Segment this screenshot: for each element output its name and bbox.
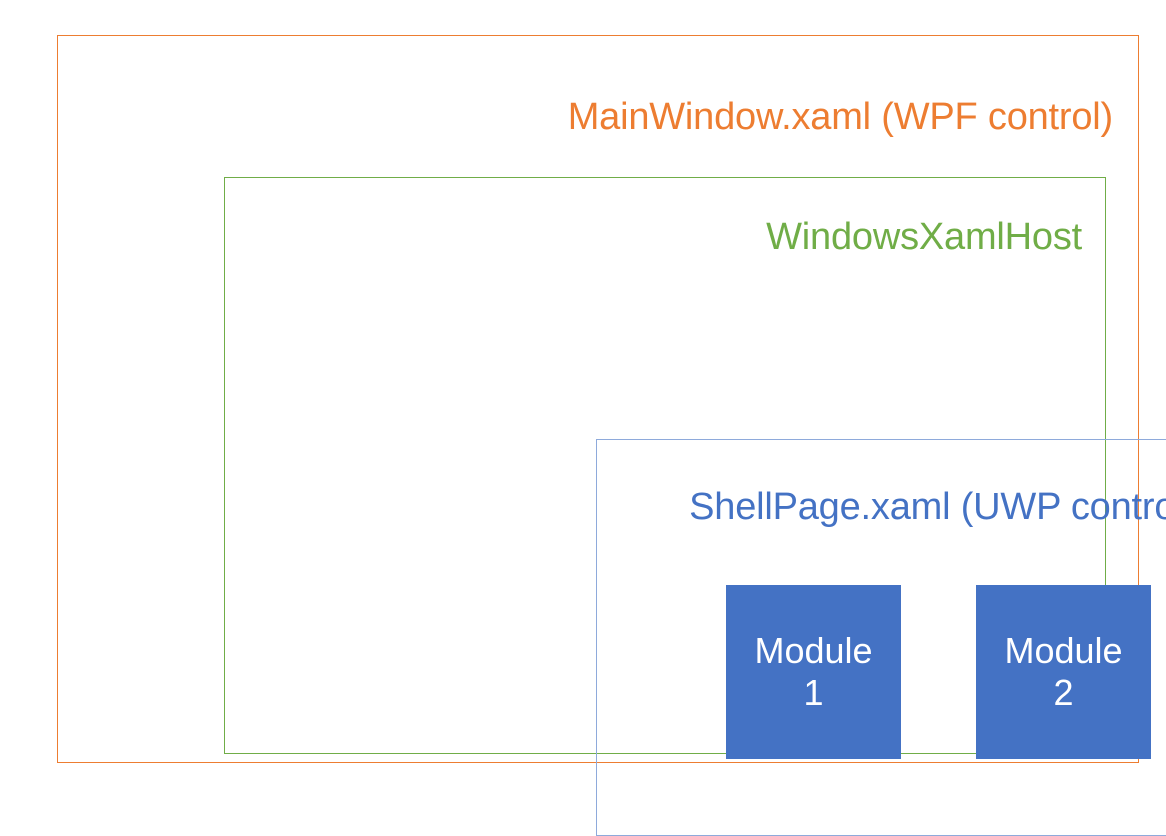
- shellpage-xaml-container: ShellPage.xaml (UWP control) Module 1 Mo…: [596, 439, 1166, 836]
- module-tile-name: Module: [754, 629, 873, 671]
- windowsxamlhost-container: WindowsXamlHost ShellPage.xaml (UWP cont…: [224, 177, 1166, 836]
- windowsxamlhost-label: WindowsXamlHost: [766, 216, 1082, 258]
- module-tile: Module 1: [726, 585, 901, 759]
- mainwindow-xaml-label: MainWindow.xaml (WPF control): [567, 96, 1114, 138]
- module-tile: Module 2: [976, 585, 1151, 759]
- module-tile-number: 2: [1053, 672, 1074, 713]
- module-tile-number: 1: [803, 672, 824, 713]
- diagram-canvas: MainWindow.xaml (WPF control) WindowsXam…: [57, 35, 1166, 836]
- module-tile-name: Module: [1004, 629, 1123, 671]
- shellpage-xaml-label: ShellPage.xaml (UWP control): [689, 486, 1166, 528]
- mainwindow-xaml-container: MainWindow.xaml (WPF control) WindowsXam…: [57, 35, 1166, 836]
- module-row: Module 1 Module 2: [597, 585, 1166, 765]
